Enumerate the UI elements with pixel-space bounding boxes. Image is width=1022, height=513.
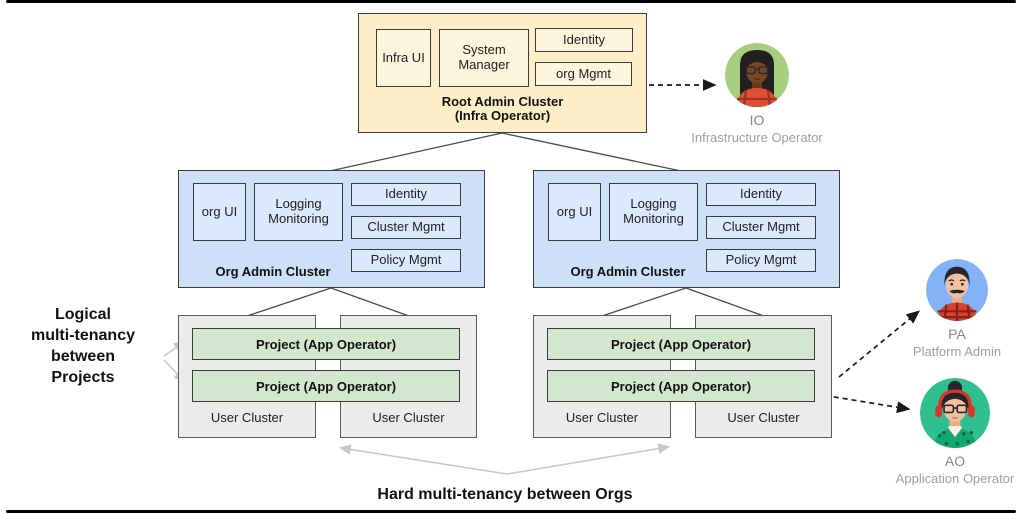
persona-dashed-arrows: [649, 79, 920, 414]
project-bar: Project (App Operator): [192, 328, 460, 360]
org-ui-box: org UI: [548, 183, 601, 241]
cluster-mgmt-box: Cluster Mgmt: [351, 216, 461, 239]
org-identity-box: Identity: [706, 183, 816, 206]
hard-multitenancy-note: Hard multi-tenancy between Orgs: [377, 486, 633, 503]
cluster-mgmt-box: Cluster Mgmt: [706, 216, 816, 239]
io-avatar-icon: [725, 43, 789, 107]
note-line: multi-tenancy: [30, 327, 135, 344]
persona-role: Application Operator: [895, 471, 1015, 486]
persona-abbr: AO: [944, 453, 966, 469]
persona-abbr: IO: [749, 112, 765, 128]
project-bar: Project (App Operator): [547, 370, 815, 402]
logical-multitenancy-note: Logical multi-tenancy between Projects: [8, 304, 158, 388]
pa-avatar-icon: [926, 259, 988, 321]
root-cluster-subtitle: (Infra Operator): [454, 108, 551, 123]
hierarchy-lines: [246, 132, 765, 317]
user-cluster-label: User Cluster: [372, 410, 445, 425]
user-cluster-label: User Cluster: [727, 410, 800, 425]
user-cluster-label: User Cluster: [565, 410, 639, 425]
window-bottom-edge: [6, 510, 1016, 513]
project-bar: Project (App Operator): [547, 328, 815, 360]
persona-io: IO Infrastructure Operator: [677, 43, 837, 145]
system-manager-box: System Manager: [439, 29, 529, 87]
org-identity-box: Identity: [351, 183, 461, 206]
persona-role: Platform Admin: [912, 344, 1002, 359]
note-line: between: [50, 348, 115, 365]
org-admin-cluster-left: org UI Logging Monitoring Identity Clust…: [178, 170, 485, 288]
root-cluster-label: Root Admin Cluster (Infra Operator): [359, 95, 646, 123]
policy-mgmt-box: Policy Mgmt: [706, 249, 816, 272]
note-line: Logical: [54, 306, 111, 323]
persona-abbr: PA: [948, 326, 966, 342]
root-identity-box: Identity: [535, 28, 633, 52]
project-bar: Project (App Operator): [192, 370, 460, 402]
org-cluster-label: Org Admin Cluster: [215, 264, 331, 279]
org-mgmt-box: org Mgmt: [535, 62, 632, 86]
logging-monitoring-box: Logging Monitoring: [609, 183, 698, 241]
user-cluster-label: User Cluster: [210, 410, 284, 425]
logging-monitoring-box: Logging Monitoring: [254, 183, 343, 241]
persona-ao: AO Application Operator: [875, 378, 1022, 486]
root-admin-cluster: Infra UI System Manager Identity org Mgm…: [358, 13, 647, 133]
persona-role: Infrastructure Operator: [691, 130, 823, 145]
policy-mgmt-box: Policy Mgmt: [351, 249, 461, 272]
ao-avatar-icon: [920, 378, 990, 448]
persona-pa: PA Platform Admin: [877, 259, 1022, 359]
infra-ui-box: Infra UI: [376, 29, 431, 87]
org-cluster-label: Org Admin Cluster: [570, 264, 686, 279]
window-top-edge: [6, 0, 1016, 3]
org-ui-box: org UI: [193, 183, 246, 241]
org-admin-cluster-right: org UI Logging Monitoring Identity Clust…: [533, 170, 840, 288]
root-cluster-title: Root Admin Cluster: [441, 94, 564, 109]
note-line: Projects: [51, 369, 115, 386]
